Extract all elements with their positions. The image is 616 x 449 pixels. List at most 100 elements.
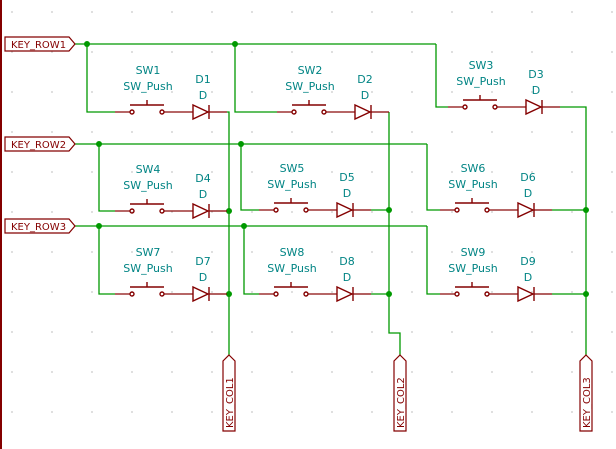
grid-dot [91, 11, 93, 13]
junction-dot [583, 207, 589, 213]
col-label-2[interactable]: KEY_COL2 [393, 354, 407, 432]
grid-dot [611, 171, 613, 173]
grid-dot [571, 51, 573, 53]
grid-dot [371, 11, 373, 13]
grid-dot [91, 131, 93, 133]
junction-dot [241, 223, 247, 229]
grid-dot [291, 131, 293, 133]
push-switch-symbol[interactable] [259, 198, 321, 213]
grid-dot [171, 411, 173, 413]
grid-dot [331, 371, 333, 373]
diode-symbol[interactable] [321, 285, 371, 303]
push-switch-symbol[interactable] [115, 100, 177, 115]
row-label-3[interactable]: KEY_ROW3 [4, 218, 76, 234]
grid-dot [571, 251, 573, 253]
grid-dot [51, 11, 53, 13]
push-switch-symbol[interactable] [115, 199, 177, 214]
diode-reference: D6 [520, 171, 535, 184]
grid-dot [571, 371, 573, 373]
grid-dot [571, 91, 573, 93]
col-label-3[interactable]: KEY_COL3 [579, 354, 593, 432]
push-switch-symbol[interactable] [259, 282, 321, 297]
grid-dot [491, 11, 493, 13]
junction-dot [226, 208, 232, 214]
cell-sw7-d7: SW7 SW_Push D7 D [115, 246, 227, 303]
wire [234, 44, 277, 113]
grid-dot [91, 171, 93, 173]
grid-dot [171, 11, 173, 13]
diode-reference: D8 [339, 255, 354, 268]
diode-symbol[interactable] [177, 103, 227, 121]
diode-symbol[interactable] [502, 285, 552, 303]
row-label-2[interactable]: KEY_ROW2 [4, 136, 76, 152]
diode-reference: D7 [195, 255, 210, 268]
diode-reference: D3 [528, 68, 543, 81]
grid-dot [411, 411, 413, 413]
push-switch-symbol[interactable] [277, 100, 339, 115]
grid-dot [11, 291, 13, 293]
switch-value: SW_Push [123, 80, 173, 93]
grid-dot [211, 51, 213, 53]
diode-value: D [361, 89, 369, 102]
grid-dot [571, 171, 573, 173]
cell-sw9-d9: SW9 SW_Push D9 D [440, 246, 552, 303]
grid-dot [11, 131, 13, 133]
grid-dot [411, 11, 413, 13]
diode-symbol[interactable] [177, 285, 227, 303]
row-label-3-text: KEY_ROW3 [11, 222, 66, 233]
grid-dot [91, 51, 93, 53]
grid-dot [51, 331, 53, 333]
grid-dot [211, 251, 213, 253]
grid-dot [411, 131, 413, 133]
wire [98, 144, 115, 212]
grid-dot [211, 371, 213, 373]
grid-dot [11, 171, 13, 173]
push-switch-symbol[interactable] [440, 282, 502, 297]
diode-symbol[interactable] [510, 98, 560, 116]
wire [426, 144, 440, 211]
grid-dot [331, 291, 333, 293]
diode-value: D [343, 187, 351, 200]
grid-dot [51, 91, 53, 93]
grid-dot [491, 51, 493, 53]
grid-dot [611, 211, 613, 213]
grid-dots [11, 11, 613, 413]
grid-dot [91, 331, 93, 333]
diode-value: D [199, 271, 207, 284]
diode-symbol[interactable] [502, 201, 552, 219]
grid-dot [491, 91, 493, 93]
grid-dot [611, 291, 613, 293]
grid-dot [171, 331, 173, 333]
grid-dot [411, 211, 413, 213]
junction-dot [238, 141, 244, 147]
row-label-1[interactable]: KEY_ROW1 [4, 36, 76, 52]
grid-dot [11, 211, 13, 213]
diode-value: D [199, 188, 207, 201]
diode-symbol[interactable] [321, 201, 371, 219]
grid-dot [451, 211, 453, 213]
diode-value: D [524, 271, 532, 284]
grid-dot [251, 411, 253, 413]
grid-dot [371, 91, 373, 93]
grid-dot [411, 91, 413, 93]
push-switch-symbol[interactable] [440, 198, 502, 213]
grid-dot [291, 291, 293, 293]
grid-dot [131, 171, 133, 173]
grid-dot [211, 11, 213, 13]
grid-dot [611, 251, 613, 253]
diode-symbol[interactable] [339, 103, 389, 121]
grid-dot [291, 411, 293, 413]
junction-dot [386, 291, 392, 297]
push-switch-symbol[interactable] [115, 282, 177, 297]
grid-dot [51, 411, 53, 413]
diode-symbol[interactable] [177, 202, 227, 220]
grid-dot [131, 51, 133, 53]
cell-sw3-d3: SW3 SW_Push D3 D [448, 59, 560, 116]
switch-reference: SW5 [280, 162, 305, 175]
col-label-1[interactable]: KEY_COL1 [222, 354, 236, 432]
grid-dot [331, 11, 333, 13]
wire [98, 226, 115, 295]
grid-dot [531, 51, 533, 53]
push-switch-symbol[interactable] [448, 95, 510, 110]
grid-dot [491, 411, 493, 413]
